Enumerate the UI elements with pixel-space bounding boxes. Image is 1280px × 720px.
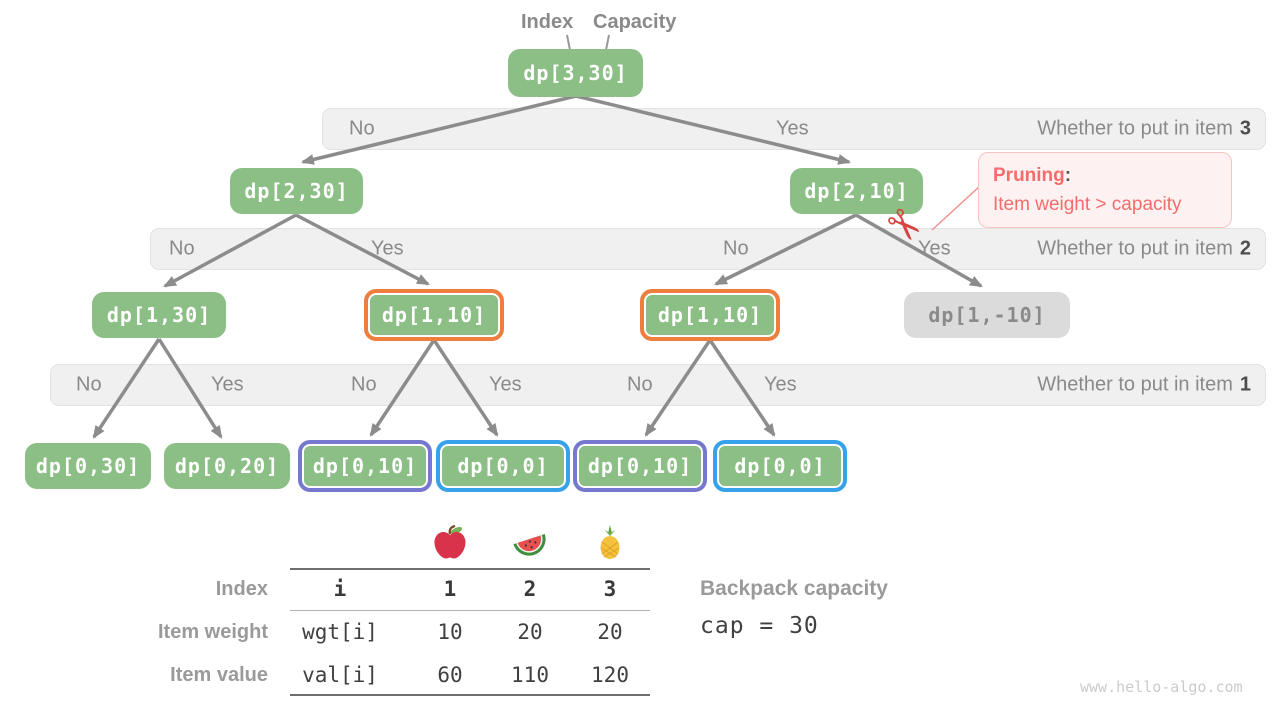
table-cell: i [333, 577, 347, 601]
decision-bar-item3: No Yes Whether to put in item 3 [322, 108, 1266, 150]
edge [644, 339, 712, 437]
decision-caption-item3: Whether to put in item 3 [1037, 118, 1251, 141]
table-cell: 3 [603, 577, 617, 601]
capacity-axis-label: Capacity [593, 11, 677, 33]
node-dp-0-20: dp[0,20] [164, 443, 290, 489]
branch-label-no: No [349, 117, 375, 140]
node-dp-0-10-purple: dp[0,10] [298, 440, 432, 492]
items-table: Index i 1 2 3 Item weight wgt[i] 10 20 2… [118, 508, 650, 696]
edge [300, 94, 577, 165]
node-dp-1-30: dp[1,30] [92, 292, 226, 338]
node-dp-1-neg10-pruned: dp[1,-10] [904, 292, 1070, 338]
pruning-colon: : [1064, 165, 1072, 186]
table-row-label: Item value [170, 663, 268, 686]
node-dp-0-10-purple: dp[0,10] [573, 440, 707, 492]
pruning-callout: Pruning: Item weight > capacity [978, 152, 1232, 228]
node-dp-0-0-blue: dp[0,0] [436, 440, 570, 492]
node-dp-2-30: dp[2,30] [230, 168, 363, 214]
table-row-label: Index [215, 577, 268, 600]
table-cell: 10 [437, 620, 463, 644]
table-cell: 20 [517, 620, 543, 644]
edge [575, 94, 852, 165]
table-rule-top [290, 568, 650, 570]
pruning-title: Pruning [993, 165, 1065, 186]
decision-caption-item-number: 1 [1239, 373, 1251, 396]
table-cell: 110 [511, 663, 549, 687]
watermelon-icon [490, 508, 570, 568]
node-dp-0-0-blue: dp[0,0] [713, 440, 847, 492]
decision-caption-item-number: 2 [1239, 237, 1251, 260]
branch-label-no: No [169, 237, 195, 260]
branch-label-no: No [76, 373, 102, 396]
branch-label-yes: Yes [211, 373, 244, 396]
pruning-detail: Item weight > capacity [993, 194, 1182, 215]
table-cell: 120 [591, 663, 629, 687]
edge [432, 339, 499, 437]
decision-caption-text: Whether to put in item [1037, 237, 1233, 260]
decision-bar-item1: No Yes No Yes No Yes Whether to put in i… [50, 364, 1266, 406]
branch-label-no: No [723, 237, 749, 260]
backpack-capacity-label: Backpack capacity [700, 577, 888, 600]
apple-icon [410, 508, 490, 568]
table-cell: wgt[i] [302, 620, 378, 644]
table-cell: 2 [523, 577, 537, 601]
backpack-capacity-value: cap = 30 [700, 613, 819, 639]
table-cell: 60 [437, 663, 463, 687]
node-dp-1-10-highlighted: dp[1,10] [640, 289, 780, 341]
table-rule-bottom [290, 694, 650, 696]
table-cell: val[i] [302, 663, 378, 687]
node-dp-1-10-highlighted: dp[1,10] [364, 289, 504, 341]
edge [714, 213, 857, 286]
watermark: www.hello-algo.com [1080, 678, 1243, 696]
branch-label-yes: Yes [764, 373, 797, 396]
pruning-callout-line [931, 185, 981, 231]
edge-pruned [855, 213, 983, 288]
branch-label-no: No [627, 373, 653, 396]
index-axis-label: Index [521, 11, 574, 33]
decision-caption-text: Whether to put in item [1037, 117, 1233, 140]
branch-label-no: No [351, 373, 377, 396]
table-cell: 1 [443, 577, 457, 601]
branch-label-yes: Yes [489, 373, 522, 396]
node-dp-2-10: dp[2,10] [790, 168, 923, 214]
branch-label-yes: Yes [371, 237, 404, 260]
branch-label-yes: Yes [776, 117, 809, 140]
decision-caption-item1: Whether to put in item 1 [1037, 374, 1251, 397]
table-rule-middle [290, 610, 650, 611]
decision-caption-text: Whether to put in item [1037, 373, 1233, 396]
edge [157, 338, 223, 439]
edge [163, 213, 297, 288]
edge [369, 339, 436, 437]
node-dp-0-30: dp[0,30] [25, 443, 151, 489]
decision-caption-item2: Whether to put in item 2 [1037, 238, 1251, 261]
edge [295, 213, 430, 286]
node-dp-3-30: dp[3,30] [508, 49, 643, 97]
edge [92, 338, 161, 439]
table-row-label: Item weight [157, 620, 268, 643]
pineapple-icon [570, 508, 650, 568]
table-cell: 20 [597, 620, 623, 644]
edge [708, 339, 776, 437]
decision-caption-item-number: 3 [1239, 117, 1251, 140]
